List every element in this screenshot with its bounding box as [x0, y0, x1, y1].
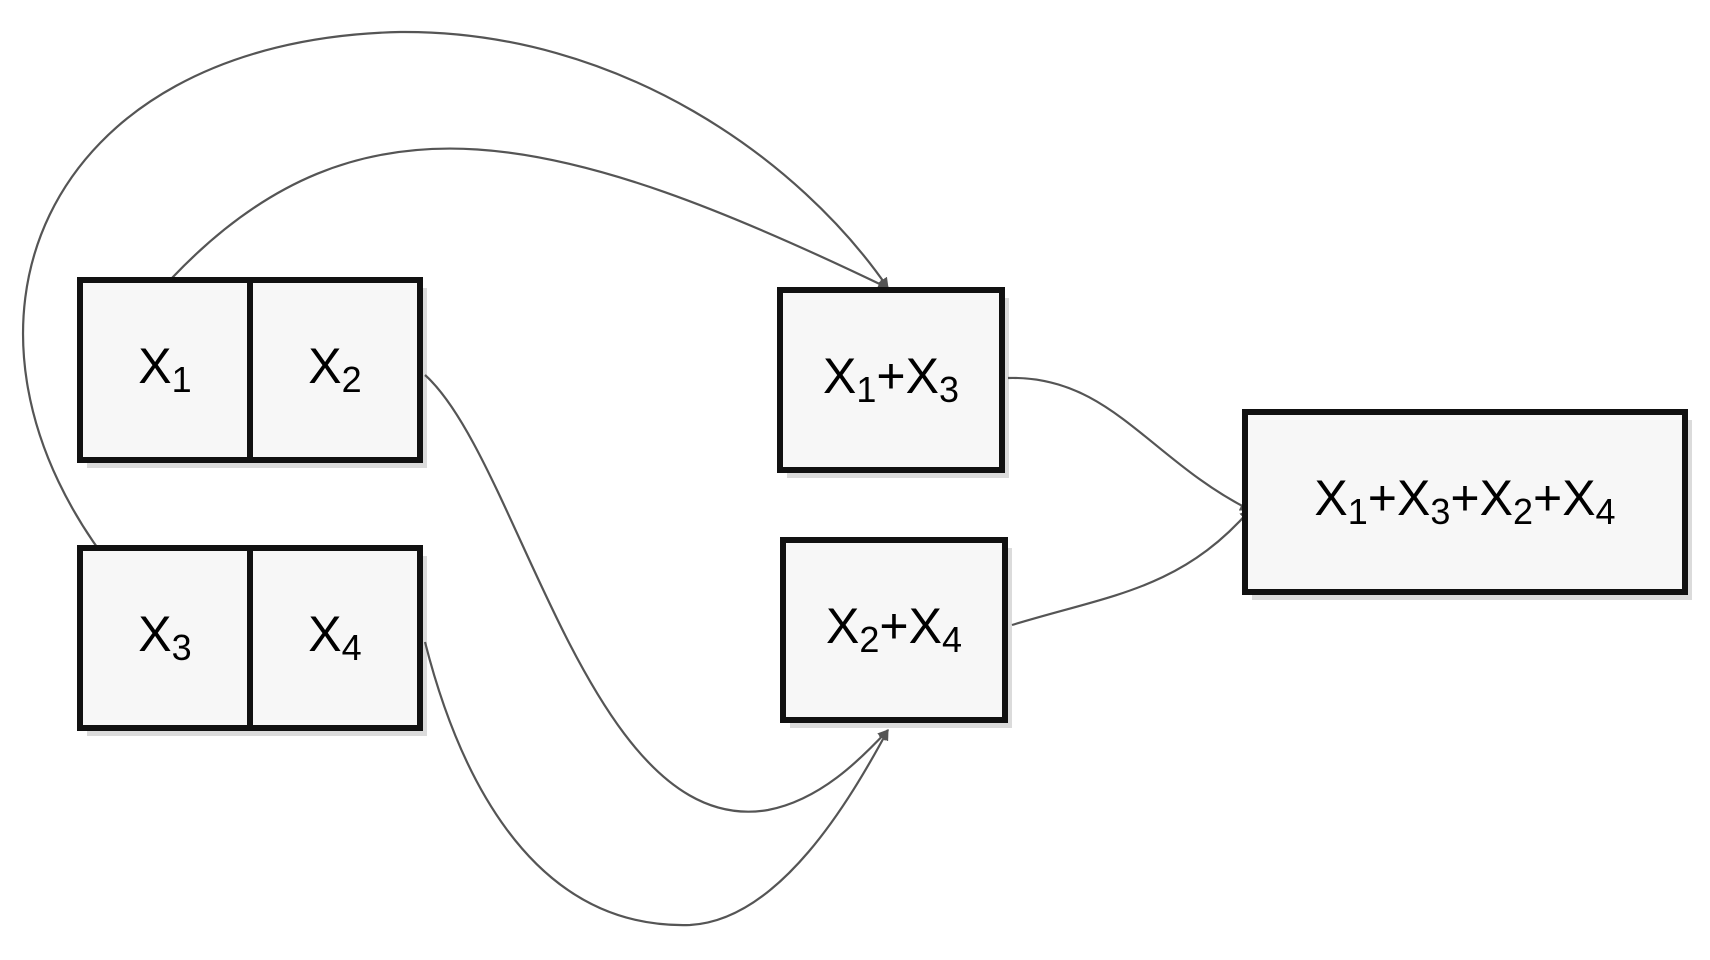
node-x2: X2	[308, 338, 361, 399]
edge-x1x3-to-sum	[1007, 376, 1251, 511]
node-x1-plus-x3-box	[777, 287, 1005, 473]
node-x4: X4	[308, 606, 361, 667]
node-sum-box	[1242, 409, 1688, 595]
node-x1-plus-x3: X1+X3	[823, 348, 959, 409]
node-x1: X1	[138, 338, 191, 399]
edge-x4-to-x2x4	[423, 641, 889, 927]
edge-x2-to-x2x4	[424, 374, 889, 813]
edge-x3-to-x1x3	[22, 30, 889, 576]
edge-x1-to-x1x3	[171, 147, 889, 289]
array-x3-x4	[77, 545, 423, 731]
node-x2-plus-x4-box	[780, 537, 1008, 723]
node-x2-plus-x4: X2+X4	[826, 598, 962, 659]
node-x3: X3	[138, 606, 191, 667]
edge-x2x4-to-sum	[1011, 509, 1251, 627]
array-x1-x2	[77, 277, 423, 463]
node-sum: X1+X3+X2+X4	[1314, 470, 1615, 531]
